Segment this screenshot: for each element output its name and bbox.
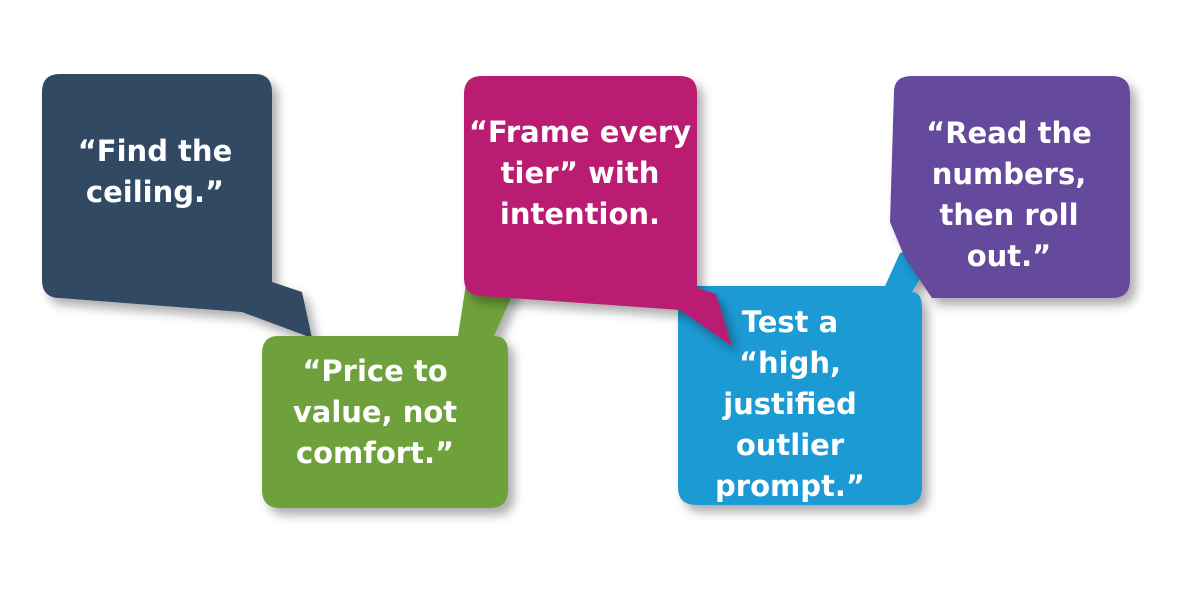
speech-bubble-3: [464, 76, 732, 346]
bubble-4-line-3: justified: [723, 386, 857, 421]
bubble-3-line-2: tier” with: [500, 155, 660, 190]
bubble-4-line-4: outlier: [735, 427, 845, 462]
bubble-4-line-2: “high,: [738, 345, 842, 380]
bubble-4-line-1: Test a: [741, 304, 839, 339]
bubble-3-line-3: intention.: [499, 196, 661, 231]
bubble-3-text: “Frame every tier” with intention.: [468, 110, 692, 236]
bubble-5-line-2: numbers,: [931, 157, 1087, 191]
bubble-3-line-1: “Frame every: [468, 114, 692, 149]
bubble-1-line-1: “Find the: [77, 134, 233, 168]
speech-bubble-2: [262, 244, 528, 508]
speech-bubble-5: [890, 76, 1130, 298]
bubble-5-line-3: then roll: [939, 198, 1079, 232]
bubble-5-line-1: “Read the: [926, 116, 1092, 150]
speech-bubble-4: [678, 237, 946, 505]
bubble-4-text: Test a “high, justified outlier prompt.”: [682, 300, 898, 508]
bubble-5-text: “Read the numbers, then roll out.”: [898, 110, 1120, 280]
speech-bubble-1: [42, 74, 312, 338]
bubble-2-line-1: “Price to: [302, 353, 448, 388]
bubble-4-line-5: prompt.”: [715, 468, 865, 503]
bubble-2-text: “Price to value, not comfort.”: [266, 349, 484, 475]
bubble-1-line-2: ceiling.”: [85, 175, 225, 209]
bubble-2-line-3: comfort.”: [295, 435, 455, 470]
bubble-5-line-4: out.”: [966, 239, 1052, 273]
bubble-2-line-2: value, not: [292, 394, 458, 429]
bubble-1-text: “Find the ceiling.”: [52, 130, 258, 214]
